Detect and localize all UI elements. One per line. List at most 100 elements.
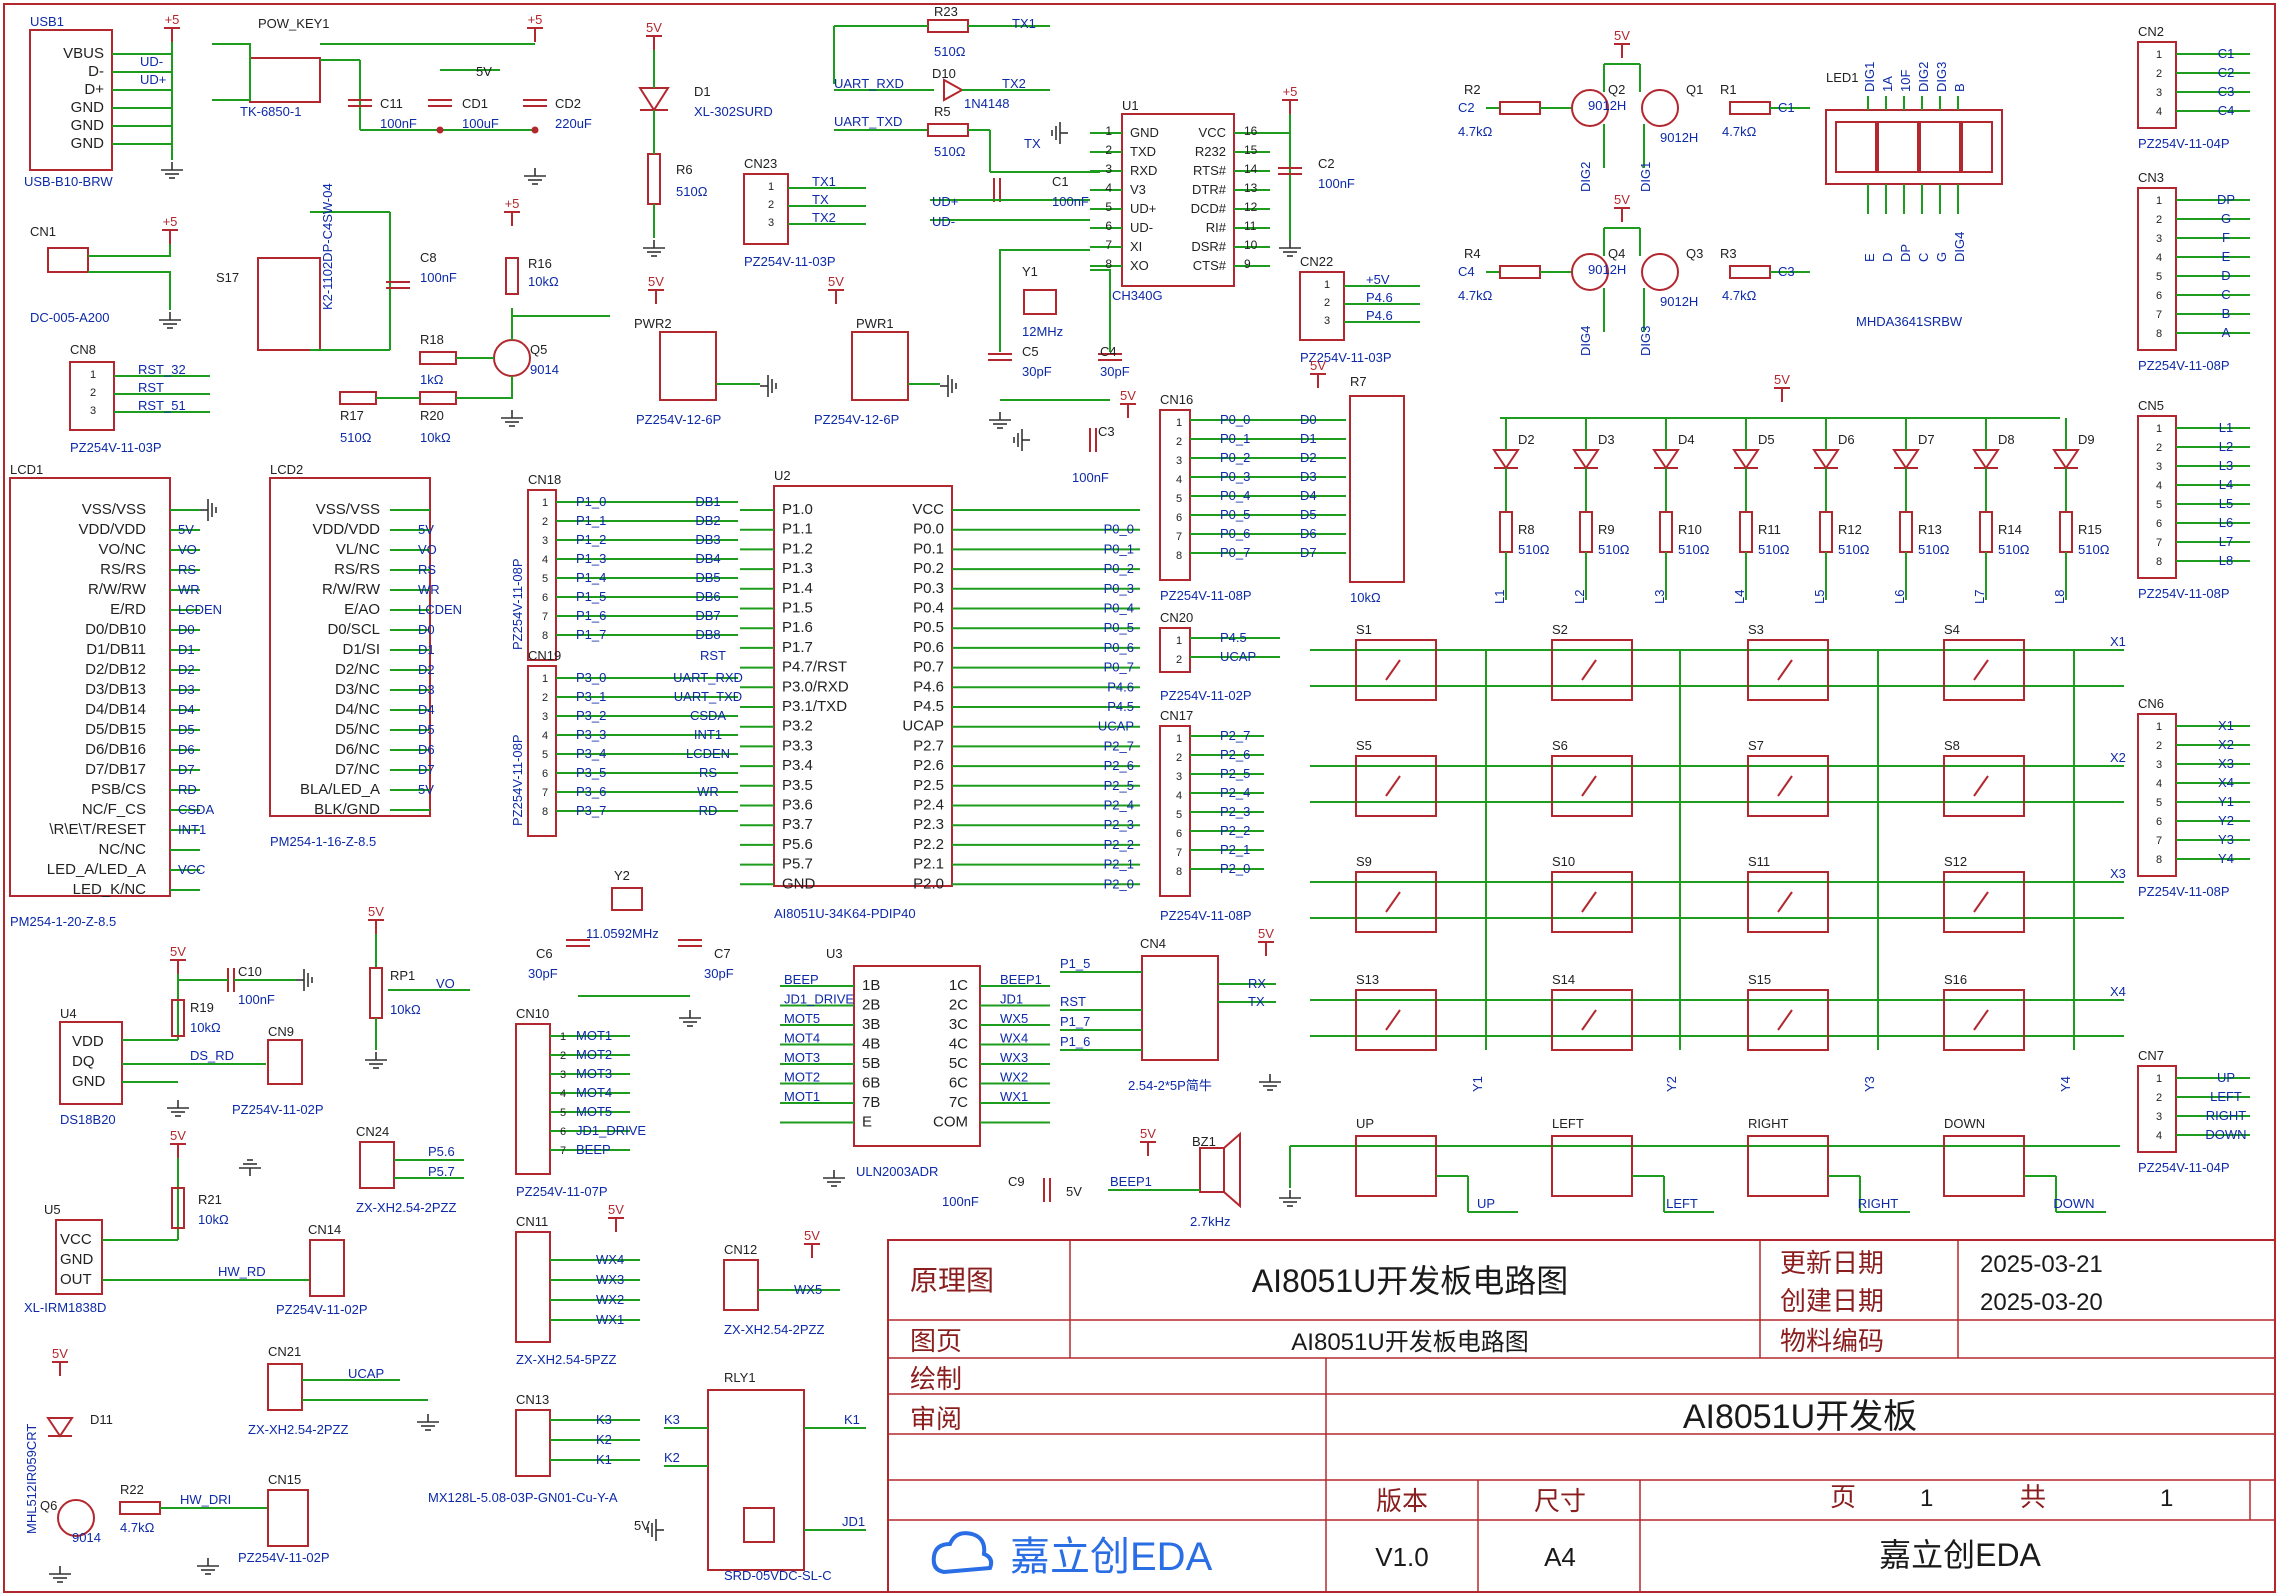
net-lcd1: VO [178,542,197,557]
ir-pin-label: VCC [60,1231,92,1248]
net-cn5: L1 [2219,420,2233,435]
net-cn5: L8 [2219,553,2233,568]
ic-pin-label: P0.5 [913,619,944,636]
part-lcd2: PM254-1-16-Z-8.5 [270,834,376,849]
connector-cn22 [1299,271,1345,341]
net-lcd2: 5V [418,522,434,537]
ic-pin-label: P0.0 [913,521,944,538]
net-u3-right: WX1 [1000,1089,1028,1104]
ground-symbol [197,1558,219,1575]
connector-cn9 [267,1039,303,1085]
net-cn3: C [2221,287,2230,302]
pin-number: 3 [1176,455,1182,467]
lcd-pin-label: D3/NC [335,681,380,698]
ref-u3: U3 [826,946,843,961]
val-c4: 30pF [1100,364,1130,379]
lcd-pin-label: LED_K/NC [73,881,147,898]
ic-pin-label: VCC [1199,125,1226,140]
key-ref: S8 [1944,738,1960,753]
key-contact [1581,891,1597,913]
title-total-num: 1 [2160,1485,2173,1512]
ref-lcd2: LCD2 [270,462,303,477]
val-q: 9012H [1588,98,1626,113]
title-size: A4 [1544,1542,1576,1572]
pin-number: 2 [1324,297,1330,309]
part-led1: MHDA3641SRBW [1856,314,1963,329]
power-label: 5V [646,20,662,35]
net-cn20: P4.5 [1220,630,1247,645]
pin-number: 3 [542,535,548,547]
ref-r: R3 [1720,246,1737,261]
led-d1 [638,87,670,112]
ground-symbol [49,1566,71,1583]
ic-pin-label: P4.7/RST [782,659,847,676]
ic-pin-label: TXD [1130,144,1156,159]
net-cn7: LEFT [2210,1089,2242,1104]
key-switch [1747,639,1829,701]
net-cn20: UCAP [1220,649,1256,664]
val-r: 4.7kΩ [1458,124,1493,139]
net-u2: P2_2 [1104,837,1134,852]
net-cn11: WX3 [596,1272,624,1287]
ic-pin-label: P3.1/TXD [782,698,847,715]
ic-pin-label: CTS# [1193,258,1227,273]
net-lcd1: LCDEN [178,602,222,617]
net-p56: P5.6 [428,1144,455,1159]
ground-symbol [159,312,181,329]
val-c1: 100nF [1052,194,1089,209]
key-ref: S10 [1552,854,1575,869]
net-cn16: P0_1 [1220,431,1250,446]
led-indicator [1652,449,1680,470]
pin-number: 4 [2156,106,2162,118]
net-lcd2: RS [418,562,436,577]
ir-receiver-u5 [55,1219,103,1295]
transistor-pnp [1641,89,1679,127]
ic-pin-label: P1.3 [782,560,813,577]
pin-label: GND [71,117,105,134]
ground-symbol [1259,1074,1281,1091]
net-u2: P0_3 [1104,581,1134,596]
ref-led: D5 [1758,432,1775,447]
net-cn19: P3_5 [576,765,606,780]
net-cn11: WX1 [596,1312,624,1327]
connector-cn6 [2137,713,2177,877]
lcd-pin-label: RS/RS [334,561,380,578]
val-q: 9012H [1588,262,1626,277]
lcd-pin-label: RS/RS [100,561,146,578]
pin-number: 3 [2156,759,2162,771]
pin-number: 5 [2156,271,2162,283]
ground-symbol [161,162,183,179]
pin-number: 4 [542,730,548,742]
net-cn19-sig: INT1 [694,727,722,742]
lcd-pin-label: R/W/RW [322,581,381,598]
net-lcd1: D0 [178,622,195,637]
net-cn11: WX4 [596,1252,624,1267]
ref-d11: D11 [90,1412,113,1427]
ref-r7: R7 [1350,374,1367,389]
net-k1: K1 [844,1412,860,1427]
net-u2: P4.6 [1107,679,1134,694]
val-c5: 30pF [1022,364,1052,379]
ref-cn8: CN8 [70,342,96,357]
val-rp1: 10kΩ [390,1002,421,1017]
power-label: 5V [1120,388,1136,403]
power-label: 5V [608,1202,624,1217]
net-cn19-sig: UART_TXD [674,689,742,704]
part-lcd1: PM254-1-20-Z-8.5 [10,914,116,929]
part-cn15: PZ254V-11-02P [238,1550,330,1565]
resistor-r6 [647,153,661,205]
wire [88,271,171,310]
ref-cn16: CN16 [1160,392,1193,407]
ground-symbol [1279,1190,1301,1207]
net-cn10: MOT5 [576,1104,612,1119]
net-led1-bottom: DP [1898,244,1913,262]
net-cn4-left: P1_7 [1060,1014,1090,1029]
part-d11: MHL512IR059CRT [24,1424,39,1534]
key-contact [1581,1009,1597,1031]
val-r19: 10kΩ [190,1020,221,1035]
ref-powkey1: POW_KEY1 [258,16,330,31]
net-cn18: P1_1 [576,513,606,528]
led-indicator [2052,449,2080,470]
net-relay-in: K3 [664,1412,680,1427]
resistor-digit [1499,265,1541,279]
